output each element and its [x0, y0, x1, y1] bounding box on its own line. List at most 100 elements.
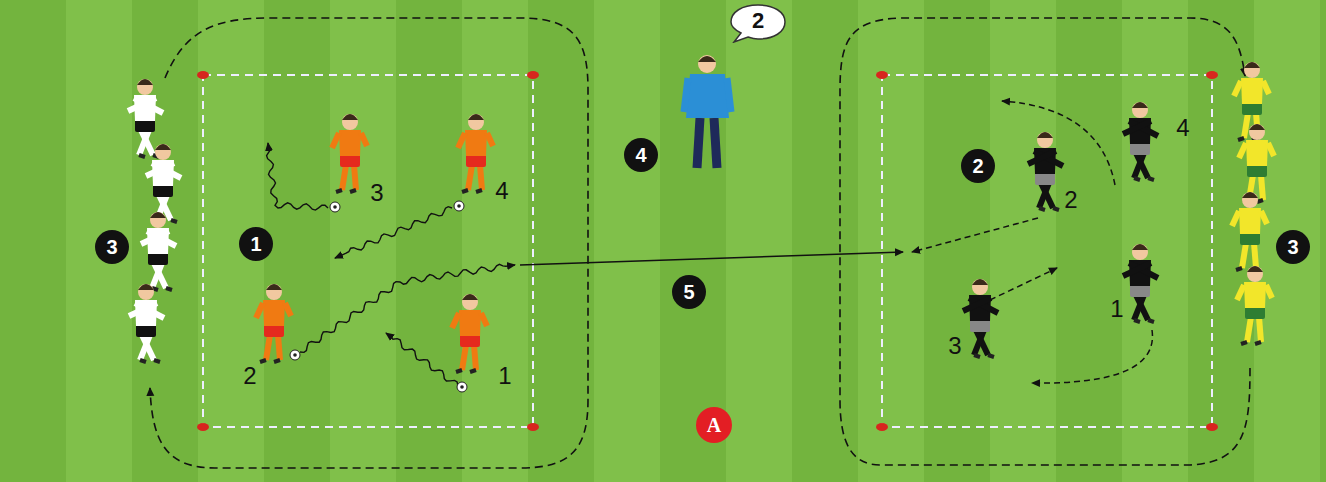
figure-part [1247, 266, 1263, 282]
pitch-stripe [1320, 0, 1326, 482]
figure-part [140, 360, 146, 362]
grid-square [203, 75, 533, 427]
figure-part [266, 284, 282, 290]
player-figure [1123, 102, 1158, 180]
figure-part [1039, 208, 1045, 210]
figure-part [1259, 317, 1261, 342]
pitch-stripe [924, 0, 990, 482]
figure-part [1237, 285, 1244, 300]
figure-part [1123, 263, 1151, 276]
figure-part [465, 130, 487, 156]
ball [290, 350, 300, 360]
figure-part [336, 190, 342, 192]
figure-part [1241, 342, 1247, 344]
figure-part [1249, 124, 1265, 130]
figure-part [342, 114, 358, 120]
pass-arrow [520, 252, 903, 265]
figure-part [139, 155, 145, 157]
player-figure [141, 212, 176, 290]
figure-part [155, 144, 171, 160]
callout-number: 2 [752, 10, 764, 32]
figure-part [480, 165, 482, 190]
figure-part [146, 163, 174, 176]
callout-circle: 3 [1276, 230, 1310, 264]
cones [197, 71, 1218, 431]
figure-part [263, 300, 285, 326]
figure-part [1037, 132, 1053, 148]
figure-part [963, 298, 991, 311]
figure-part [476, 190, 482, 192]
figure-part [474, 345, 476, 370]
figure-part [454, 201, 464, 211]
grid-square [882, 75, 1212, 427]
figure-part [278, 335, 280, 360]
figure-part [139, 130, 149, 155]
player-figure [1234, 62, 1269, 140]
figure-part [457, 204, 461, 208]
figure-part [290, 350, 300, 360]
figure-part [138, 284, 154, 300]
pitch-stripe [990, 0, 1056, 482]
pitch-stripe [1056, 0, 1122, 482]
figure-part [274, 360, 280, 362]
figure-part [972, 279, 988, 295]
figure-part [361, 133, 367, 146]
figure-part [266, 284, 282, 300]
figure-part [974, 355, 980, 357]
player-figure [963, 279, 998, 357]
figure-part [1134, 153, 1144, 178]
figure-part [256, 303, 263, 318]
pitch-stripe [792, 0, 858, 482]
player-number: 3 [370, 181, 383, 205]
figure-part [129, 303, 157, 316]
figure-part [1238, 138, 1244, 140]
callout-number: 1 [250, 234, 261, 254]
figure-part [1246, 140, 1268, 166]
pitch-stripe [0, 0, 66, 482]
player-figure [256, 284, 291, 362]
figure-part [457, 382, 467, 392]
player-figure [1123, 244, 1158, 322]
player-number: 1 [498, 364, 511, 388]
rotation-path [840, 18, 1250, 465]
dribble-arrow [335, 207, 452, 258]
figure-part [128, 98, 156, 111]
pitch-stripe [198, 0, 264, 482]
figure-part [152, 263, 162, 288]
figure-part [1241, 78, 1263, 104]
player-figure [458, 114, 493, 192]
coach-figure [684, 55, 731, 168]
figure-part [1244, 62, 1260, 68]
figure-part [1247, 266, 1263, 272]
player-figure [146, 144, 181, 222]
callout-number: 3 [1287, 237, 1298, 257]
figure-part [452, 313, 459, 328]
figure-part [150, 212, 166, 218]
figure-part [972, 279, 988, 285]
pitch-stripe [726, 0, 792, 482]
figure-part [1234, 81, 1241, 96]
figure-part [462, 294, 478, 300]
player-number: 2 [1064, 188, 1077, 212]
pitch-stripe [462, 0, 528, 482]
pitch-stripe [66, 0, 132, 482]
figure-part [171, 220, 177, 222]
player-figure [1237, 266, 1272, 344]
figure-part [342, 114, 358, 130]
figure-part [166, 288, 172, 290]
figure-part [1123, 121, 1151, 134]
figure-part [333, 205, 337, 209]
pitch-stripe [858, 0, 924, 482]
figure-part [462, 190, 468, 192]
pitch-stripe [396, 0, 462, 482]
figure-part [339, 130, 361, 156]
figure-part [481, 313, 487, 326]
rotation-path [150, 18, 588, 468]
pitch-stripe [132, 0, 198, 482]
callout-circle: 1 [239, 227, 273, 261]
dribble-arrow [386, 333, 458, 386]
player-figure [332, 114, 367, 192]
callout-number: A [707, 415, 721, 435]
